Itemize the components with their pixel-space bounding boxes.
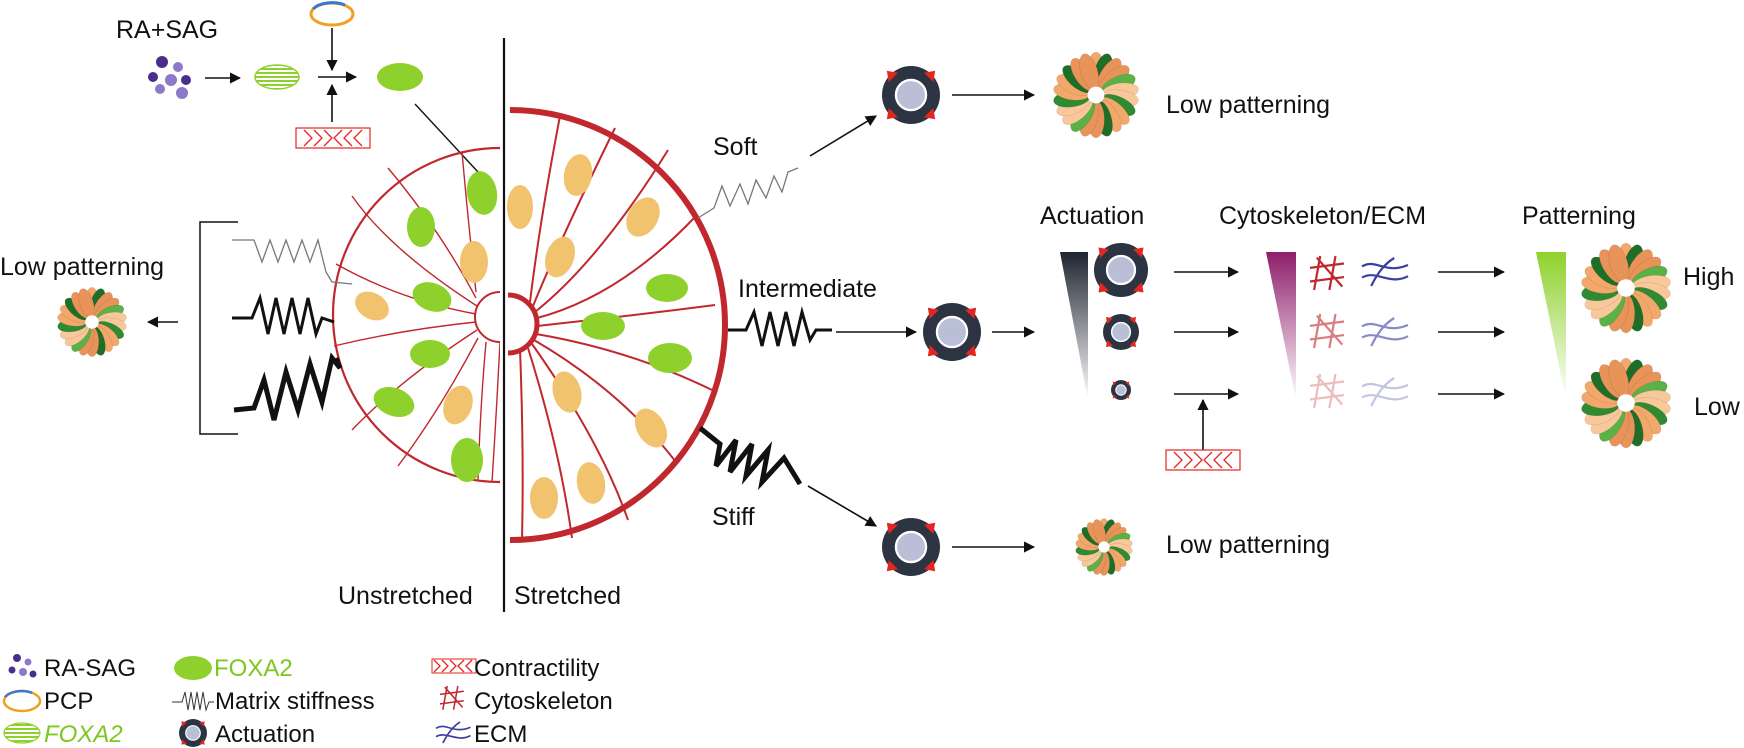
cytoskeleton-icon — [439, 685, 464, 710]
orange-cell — [355, 291, 389, 321]
actuation-icon — [923, 303, 981, 361]
cytoskeleton-icon — [1309, 313, 1345, 349]
orange-cell — [545, 236, 575, 278]
intermediate-label: Intermediate — [738, 275, 877, 303]
green-cell — [373, 387, 415, 417]
organoid-stiff — [1075, 518, 1133, 576]
cytoskeleton-icon — [1309, 255, 1345, 291]
green-cell — [646, 274, 688, 302]
legend-label-cytoskeleton: Cytoskeleton — [474, 688, 613, 715]
pcp-ring-icon — [309, 1, 355, 27]
orange-cell — [443, 385, 473, 425]
ecm-icon — [1361, 377, 1409, 407]
orange-cell — [634, 408, 668, 448]
actuation-icon — [882, 66, 940, 124]
soft-spring-icon — [232, 237, 353, 421]
cytoskeleton-icon — [1309, 373, 1345, 409]
foxa2-cell-icon — [377, 63, 423, 91]
orange-cell — [460, 241, 488, 283]
ecm-icon — [1361, 317, 1409, 347]
ra-sag-dots-icon — [148, 56, 191, 99]
green-cell — [412, 282, 452, 312]
actuation-icon — [1111, 380, 1131, 400]
unstretched-label: Unstretched — [338, 582, 473, 610]
green-cell — [581, 312, 625, 340]
unstretched-tissue — [331, 146, 501, 484]
patterning-column-label: Patterning — [1522, 202, 1636, 230]
legend-label-contractility: Contractility — [474, 655, 599, 682]
intermediate-spring — [728, 306, 832, 347]
organoid-left — [57, 287, 127, 357]
stiff-label: Stiff — [712, 503, 755, 531]
legend-label-ra-sag: RA-SAG — [44, 655, 136, 682]
legend-label-actuation: Actuation — [215, 721, 315, 748]
legend: RA-SAG PCP FOXA2 FOXA2 Matrix stiffness … — [2, 654, 613, 748]
actuation-icon — [882, 518, 940, 576]
green-cell — [407, 207, 435, 247]
ecm-icon — [435, 721, 471, 744]
cytoskeleton-gradient — [1266, 252, 1296, 400]
patterning-gradient — [1536, 252, 1566, 400]
organoid-high — [1581, 242, 1671, 334]
orange-cell — [576, 462, 606, 504]
pcp-ring-icon — [2, 689, 42, 713]
actuation-icon — [1094, 243, 1148, 297]
ecm-icon — [1361, 257, 1409, 287]
orange-cell — [626, 197, 660, 237]
soft-spring — [697, 167, 799, 219]
contractility-icon — [431, 658, 477, 674]
soft-label: Soft — [713, 133, 758, 161]
legend-label-foxa2-protein: FOXA2 — [214, 655, 293, 682]
actuation-gradient — [1060, 252, 1088, 400]
legend-label-ecm: ECM — [474, 721, 527, 748]
green-cell — [648, 343, 692, 373]
foxa2-green-cell-icon — [174, 656, 212, 680]
cytoskeleton-ecm-column-label: Cytoskeleton/ECM — [1219, 202, 1426, 230]
orange-cell — [530, 477, 558, 519]
left-bracket — [199, 221, 238, 435]
legend-label-matrix-stiffness: Matrix stiffness — [215, 688, 375, 715]
actuation-icon — [1103, 314, 1139, 350]
left-outcome-label: Low patterning — [0, 253, 164, 281]
stiff-outcome-label: Low patterning — [1166, 531, 1330, 559]
contractility-icon — [1165, 449, 1241, 471]
foxa2-striped-icon — [3, 722, 41, 744]
high-label: High — [1683, 263, 1734, 291]
actuation-icon — [179, 719, 207, 747]
foxa2-striped-icon — [254, 64, 300, 90]
organoid-soft — [1053, 51, 1139, 139]
stretched-label: Stretched — [514, 582, 621, 610]
stretched-tissue — [507, 107, 728, 543]
organoid-low — [1581, 357, 1671, 449]
ra-sag-dots-icon — [8, 654, 37, 678]
green-cell — [451, 438, 483, 482]
green-cell — [466, 171, 498, 215]
actuation-column-label: Actuation — [1040, 202, 1144, 230]
orange-cell — [563, 154, 593, 196]
legend-label-foxa2-mrna: FOXA2 — [44, 721, 123, 748]
soft-outcome-label: Low patterning — [1166, 91, 1330, 119]
low-label: Low — [1694, 393, 1741, 421]
green-cell — [410, 340, 450, 368]
orange-cell — [552, 371, 582, 413]
stiff-spring — [698, 426, 803, 491]
ra-sag-label: RA+SAG — [116, 16, 218, 44]
matrix-stiffness-spring-icon — [172, 691, 214, 712]
contractility-icon — [295, 127, 371, 149]
orange-cell — [507, 185, 533, 229]
legend-label-pcp: PCP — [44, 688, 93, 715]
